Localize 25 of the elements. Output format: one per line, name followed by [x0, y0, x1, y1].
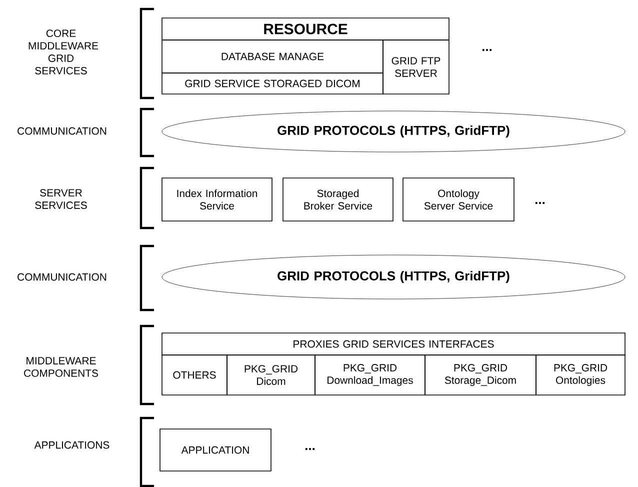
component-box: APPLICATION — [160, 428, 272, 472]
layer-label: COMMUNICATION — [18, 273, 106, 281]
component-box: GRID FTP SERVER — [382, 40, 450, 94]
header-cell: RESOURCE — [162, 18, 450, 40]
component-box: OTHERS — [162, 354, 228, 396]
component-box: Storaged Broker Service — [282, 178, 394, 222]
layer-label: COMMUNICATION — [18, 127, 106, 135]
component-box: PKG_GRID Dicom — [226, 354, 316, 396]
layer-label: APPLICATIONS — [34, 441, 110, 449]
component-box: DATABASE MANAGE — [162, 40, 384, 74]
component-box: PROXIES GRID SERVICES INTERFACES — [162, 332, 626, 356]
component-box: Ontology Server Service — [402, 178, 514, 222]
layer-label: CORE MIDDLEWARE GRID SERVICES — [28, 30, 98, 74]
ellipsis-text: ... — [482, 49, 492, 51]
component-box: GRID SERVICE STORAGED DICOM — [162, 72, 384, 94]
component-box: PKG_GRID Download_Images — [314, 354, 426, 396]
ellipsis-text: ... — [305, 448, 314, 450]
component-box: Index Information Service — [162, 178, 272, 222]
layer-label: MIDDLEWARE COMPONENTS — [24, 357, 98, 377]
component-box: PKG_GRID Ontologies — [536, 354, 626, 396]
layer-label: SERVER SERVICES — [35, 189, 87, 209]
component-box: PKG_GRID Storage_Dicom — [424, 354, 536, 396]
ellipsis-text: ... — [535, 202, 545, 204]
protocol-cloud: GRID PROTOCOLS (HTTPS, GridFTP) — [162, 254, 626, 300]
protocol-cloud: GRID PROTOCOLS (HTTPS, GridFTP) — [162, 110, 626, 152]
